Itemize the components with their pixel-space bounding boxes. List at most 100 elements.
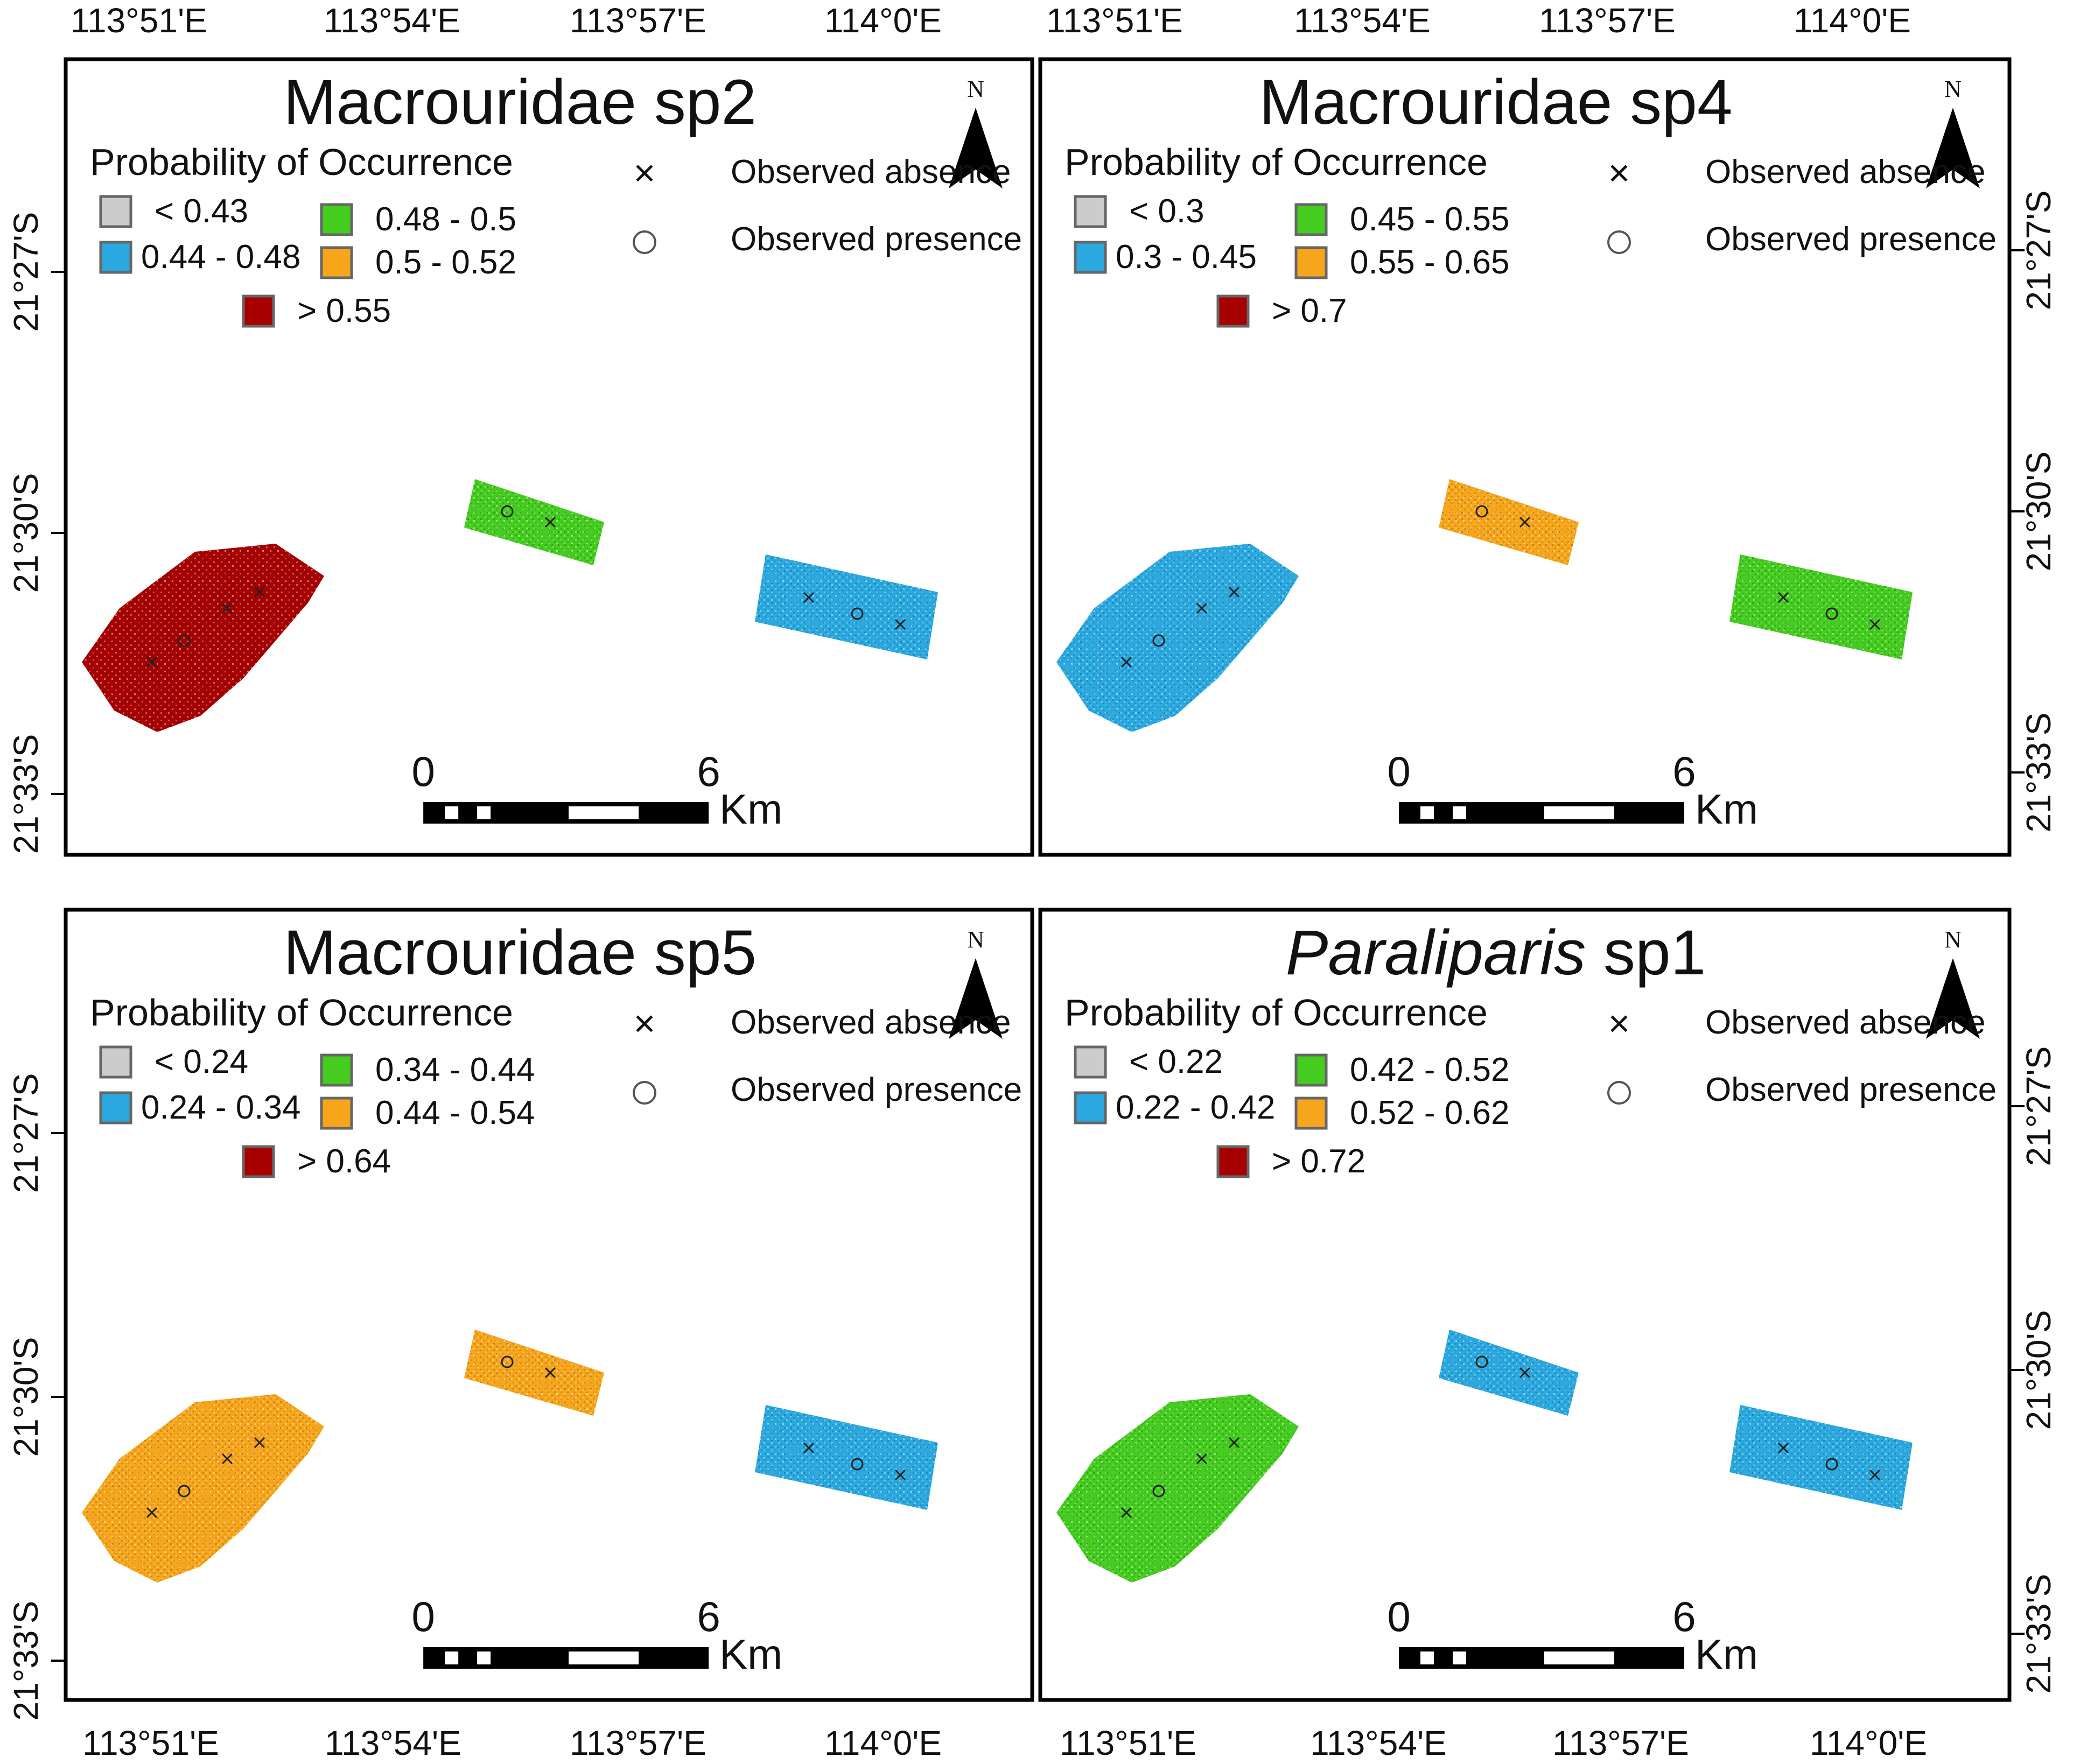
survey-area-shade-1 (1056, 1394, 1299, 1583)
longitude-label-bottom-left-3: 114°0'E (824, 1724, 942, 1762)
absence-marker (254, 586, 265, 598)
legend-class-label: > 0.72 (1272, 1143, 1365, 1180)
presence-marker (501, 1355, 514, 1368)
north-label: N (967, 76, 984, 102)
probability-legend: Probability of Occurrence< 0.430.44 - 0.… (90, 141, 1022, 329)
panel-frame (64, 57, 1034, 857)
scale-start-label: 0 (1387, 1593, 1410, 1640)
presence-marker (1825, 1458, 1838, 1471)
scale-bar-segment (1420, 1651, 1434, 1664)
absence-symbol-icon: × (1608, 1002, 1630, 1044)
legend-class-label: 0.34 - 0.44 (375, 1051, 535, 1088)
survey-area-shade-3 (1729, 1405, 1913, 1510)
scale-bar-segment (569, 1651, 639, 1664)
panel-frame (1038, 908, 2012, 1702)
absence-marker (254, 1437, 265, 1449)
legend-swatch-low (1074, 1091, 1107, 1125)
absence-marker (1777, 592, 1789, 603)
panel-frame (1038, 57, 2012, 857)
species-suffix: sp2 (636, 67, 757, 138)
legend-swatch-mid (1294, 1053, 1328, 1087)
legend-swatch-very-high (1216, 294, 1250, 328)
legend-swatch-mid (1294, 203, 1328, 236)
survey-area-shade-1 (1056, 544, 1299, 732)
absence-marker (894, 619, 906, 630)
absence-symbol-icon: × (1608, 152, 1630, 194)
scale-bar-segment (1544, 1651, 1614, 1664)
presence-marker (1475, 505, 1488, 518)
species-genus-name: Macrouridae (1259, 67, 1613, 138)
presence-symbol-icon (633, 230, 656, 254)
absence-marker (1196, 1453, 1208, 1465)
species-genus-name: Macrouridae (283, 917, 636, 988)
legend-swatch-very-low (99, 195, 132, 228)
absence-marker (544, 1367, 556, 1379)
absence-marker (221, 1453, 233, 1465)
panel-frame (64, 908, 1034, 1702)
longitude-label-top-right-1: 113°54'E (1294, 1, 1431, 40)
north-arrow-shape (949, 108, 1003, 188)
latitude-label-top-right-0: 21°27'S (2019, 191, 2058, 311)
absence-marker (803, 1442, 815, 1454)
north-arrow-shape (1926, 958, 1980, 1039)
latitude-label-top-left-2: 21°33'S (6, 734, 45, 854)
absence-marker (1228, 586, 1240, 598)
species-suffix: sp4 (1612, 67, 1732, 138)
legend-title: Probability of Occurrence (90, 141, 513, 183)
presence-marker (178, 634, 191, 647)
latitude-label-bottom-left-1: 21°30'S (6, 1337, 45, 1457)
scale-bar-segment (1453, 806, 1466, 819)
longitude-label-bottom-left-0: 113°51'E (82, 1724, 219, 1762)
legend-swatch-high (1294, 246, 1328, 279)
survey-area-shade-2 (1439, 479, 1579, 565)
longitude-label-bottom-right-2: 113°57'E (1552, 1724, 1689, 1762)
absence-marker (1519, 1367, 1531, 1379)
absence-marker (1196, 602, 1208, 614)
absence-marker (1120, 656, 1132, 668)
panel-title: Paraliparis sp1 (1286, 917, 1706, 988)
absence-marker (894, 1469, 906, 1481)
latitude-label-bottom-right-2: 21°33'S (2019, 1574, 2058, 1694)
scale-bar-segment (1544, 806, 1614, 819)
presence-marker (1152, 1485, 1165, 1498)
legend-class-label: 0.48 - 0.5 (375, 201, 516, 238)
presence-marker (501, 505, 514, 518)
survey-areas (1056, 1330, 1913, 1583)
scale-bar-segment (477, 1651, 491, 1664)
absence-label: Observed absence (731, 1004, 1011, 1041)
presence-symbol-icon (1607, 1081, 1631, 1105)
north-label: N (967, 926, 984, 953)
legend-title: Probability of Occurrence (1064, 141, 1488, 183)
probability-legend: Probability of Occurrence< 0.220.22 - 0.… (1064, 992, 1997, 1180)
legend-class-label: > 0.64 (297, 1143, 391, 1180)
north-arrow-shape (1926, 108, 1980, 188)
legend-class-label: 0.42 - 0.52 (1350, 1051, 1509, 1088)
presence-symbol-icon (633, 1081, 656, 1105)
survey-area-shade-2 (464, 479, 604, 565)
legend-swatch-low (1074, 241, 1107, 274)
presence-label: Observed presence (731, 221, 1022, 258)
legend-class-label: < 0.24 (155, 1043, 248, 1080)
legend-swatch-very-low (1074, 1045, 1107, 1079)
legend-class-label: > 0.55 (297, 292, 391, 329)
legend-class-label: 0.44 - 0.54 (375, 1094, 535, 1132)
legend-class-label: > 0.7 (1272, 292, 1347, 329)
absence-label: Observed absence (731, 153, 1011, 191)
absence-marker (146, 1507, 158, 1519)
absence-marker (1228, 1437, 1240, 1449)
scale-start-label: 0 (1387, 748, 1410, 795)
survey-area-shade-3 (755, 1405, 938, 1510)
north-label: N (1944, 76, 1962, 102)
scale-bar-segment (445, 806, 459, 819)
legend-class-label: < 0.43 (155, 193, 248, 230)
presence-label: Observed presence (1705, 1071, 1997, 1108)
latitude-label-bottom-right-0: 21°27'S (2019, 1046, 2058, 1166)
north-arrow-icon: N (949, 76, 1003, 188)
scale-end-label: 6 (1672, 1593, 1696, 1640)
longitude-label-top-left-3: 114°0'E (824, 1, 942, 40)
